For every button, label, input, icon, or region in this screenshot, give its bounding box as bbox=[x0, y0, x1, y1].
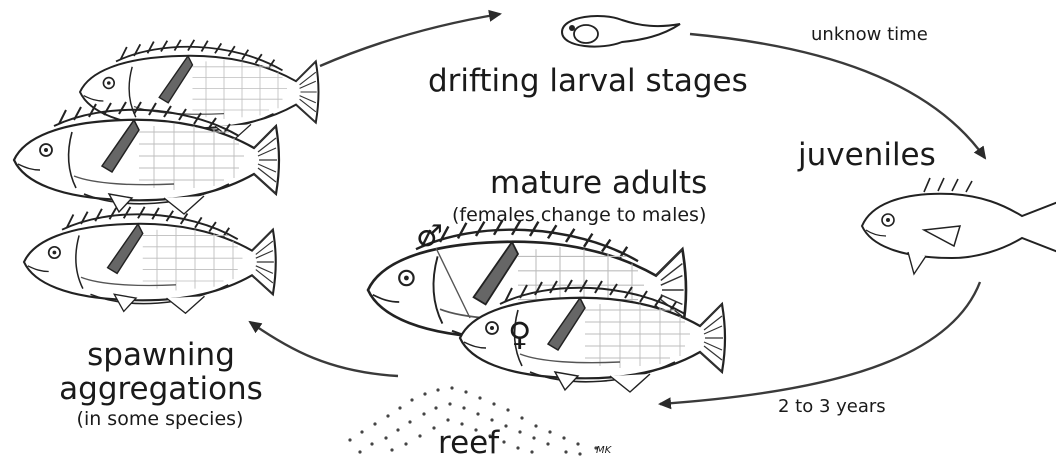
spawning-fish-bottom bbox=[24, 207, 276, 313]
spawning-label-line2: aggregations bbox=[26, 374, 296, 405]
arrow-to-larval bbox=[320, 14, 500, 66]
larva-icon bbox=[562, 16, 680, 47]
juvenile-fish-icon bbox=[862, 178, 1056, 274]
spawning-note: (in some species) bbox=[40, 410, 280, 429]
spawning-label-line1: spawning bbox=[56, 340, 266, 371]
arrow-to-spawning bbox=[250, 322, 398, 376]
reef-label: reef bbox=[438, 428, 499, 459]
male-symbol: ♂ bbox=[416, 222, 443, 252]
two-to-three-years-label: 2 to 3 years bbox=[778, 398, 886, 416]
female-symbol: ♀ bbox=[508, 318, 531, 350]
mature-adults-label: mature adults bbox=[490, 168, 707, 199]
mature-adults-note: (females change to males) bbox=[452, 206, 706, 225]
artist-signature: MK bbox=[596, 446, 611, 456]
drifting-larval-stages-label: drifting larval stages bbox=[428, 66, 748, 97]
unknown-time-label: unknow time bbox=[811, 26, 928, 44]
juveniles-label: juveniles bbox=[798, 140, 936, 171]
